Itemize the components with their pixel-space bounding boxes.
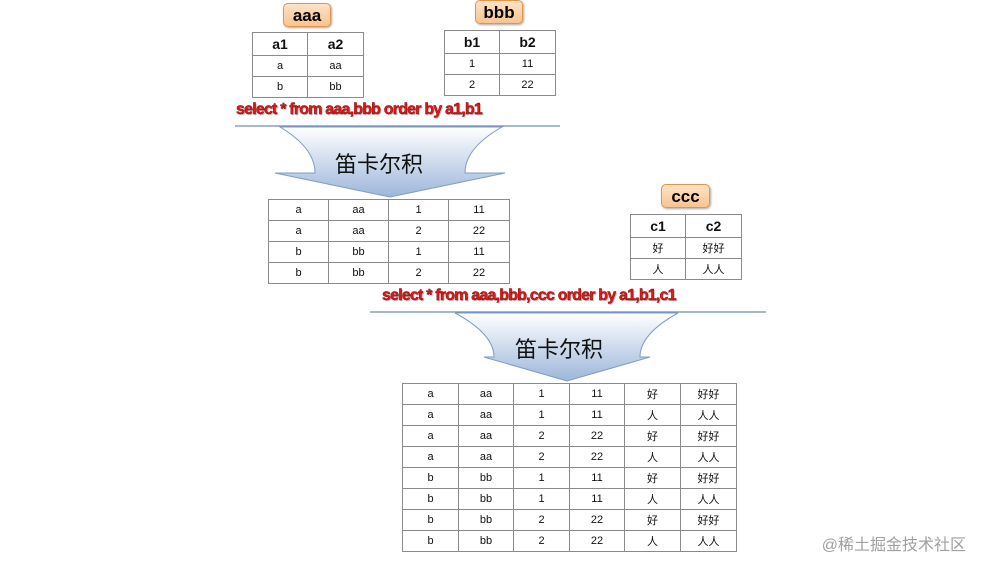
table-cell: 人人	[680, 488, 737, 510]
table-cell: 人	[630, 258, 686, 280]
table-cell: 1	[444, 53, 500, 75]
table-ccc: c1 c2 好 好好 人 人人	[630, 214, 742, 280]
table-bbb-name-badge: bbb	[475, 0, 523, 24]
table-bbb: b1 b2 1 11 2 22	[444, 30, 556, 96]
column-header: c2	[685, 214, 742, 238]
table-cell: b	[402, 530, 459, 552]
cartesian-product-arrow-2	[370, 311, 766, 382]
table-cell: aa	[458, 446, 514, 468]
table-cell: 好	[624, 509, 681, 531]
table-cell: b	[402, 467, 459, 489]
table-cell: 人人	[680, 530, 737, 552]
column-header: c1	[630, 214, 686, 238]
table-cell: 1	[513, 404, 570, 426]
table-cell: b	[402, 509, 459, 531]
table-ccc-name-badge: ccc	[661, 184, 710, 208]
table-cell: a	[268, 199, 329, 221]
query-2-text: select * from aaa,bbb,ccc order by a1,b1…	[382, 287, 677, 304]
table-cell: b	[402, 488, 459, 510]
table-cell: aa	[328, 220, 389, 242]
table-cell: 好	[624, 467, 681, 489]
table-cell: 22	[499, 74, 556, 96]
table-cell: 人人	[680, 446, 737, 468]
table-cell: 2	[388, 262, 449, 284]
arrow-2-label: 笛卡尔积	[515, 338, 604, 363]
table-cell: 好好	[680, 509, 737, 531]
table-cell: 11	[569, 404, 625, 426]
table-cell: bb	[307, 76, 364, 98]
table-cell: 人	[624, 404, 681, 426]
table-cell: bb	[458, 509, 514, 531]
table-cell: 11	[448, 241, 510, 263]
table-cell: 22	[569, 425, 625, 447]
table-cell: 人	[624, 488, 681, 510]
table-cell: 2	[513, 425, 570, 447]
result-table-2: a aa 1 11 好 好好 a aa 1 11 人 人人 a aa 2 22 …	[402, 383, 737, 552]
table-cell: 2	[513, 446, 570, 468]
table-cell: 22	[569, 446, 625, 468]
watermark-text: @稀土掘金技术社区	[821, 537, 966, 554]
table-cell: 22	[569, 509, 625, 531]
table-cell: 人	[624, 530, 681, 552]
table-cell: a	[402, 404, 459, 426]
query-1-text: select * from aaa,bbb order by a1,b1	[236, 101, 483, 118]
table-cell: 22	[448, 262, 510, 284]
table-aaa: a1 a2 a aa b bb	[252, 32, 364, 98]
table-cell: 2	[513, 530, 570, 552]
table-cell: 22	[448, 220, 510, 242]
result-table-1: a aa 1 11 a aa 2 22 b bb 1 11 b bb 2 22	[268, 199, 510, 284]
table-cell: a	[402, 383, 459, 405]
table-cell: 好	[624, 383, 681, 405]
table-cell: 11	[499, 53, 556, 75]
table-cell: 11	[569, 383, 625, 405]
table-cell: 11	[448, 199, 510, 221]
table-cell: 人	[624, 446, 681, 468]
table-cell: a	[402, 446, 459, 468]
table-cell: 11	[569, 467, 625, 489]
table-cell: aa	[307, 55, 364, 77]
table-cell: aa	[328, 199, 389, 221]
table-cell: 1	[388, 199, 449, 221]
cartesian-product-arrow-1	[235, 125, 560, 198]
table-cell: bb	[458, 488, 514, 510]
table-cell: a	[268, 220, 329, 242]
table-cell: 2	[444, 74, 500, 96]
column-header: a1	[252, 32, 308, 56]
table-cell: b	[268, 262, 329, 284]
table-cell: 11	[569, 488, 625, 510]
table-cell: 人人	[680, 404, 737, 426]
table-cell: 2	[388, 220, 449, 242]
table-cell: aa	[458, 383, 514, 405]
table-cell: bb	[458, 467, 514, 489]
table-cell: 好	[630, 237, 686, 259]
table-cell: 好好	[680, 467, 737, 489]
table-cell: b	[268, 241, 329, 263]
arrow-1-label: 笛卡尔积	[335, 153, 424, 178]
column-header: b2	[499, 30, 556, 54]
table-cell: 1	[513, 467, 570, 489]
table-cell: 1	[513, 383, 570, 405]
table-cell: bb	[328, 262, 389, 284]
table-aaa-name-badge: aaa	[283, 3, 331, 27]
table-cell: 人人	[685, 258, 742, 280]
column-header: a2	[307, 32, 364, 56]
column-header: b1	[444, 30, 500, 54]
table-cell: bb	[328, 241, 389, 263]
table-cell: 好好	[685, 237, 742, 259]
table-cell: 22	[569, 530, 625, 552]
table-cell: bb	[458, 530, 514, 552]
table-cell: 1	[513, 488, 570, 510]
table-cell: a	[252, 55, 308, 77]
table-cell: b	[252, 76, 308, 98]
table-cell: 好好	[680, 425, 737, 447]
table-cell: a	[402, 425, 459, 447]
table-cell: aa	[458, 425, 514, 447]
table-cell: 好	[624, 425, 681, 447]
table-cell: 2	[513, 509, 570, 531]
table-cell: 1	[388, 241, 449, 263]
table-cell: 好好	[680, 383, 737, 405]
table-cell: aa	[458, 404, 514, 426]
